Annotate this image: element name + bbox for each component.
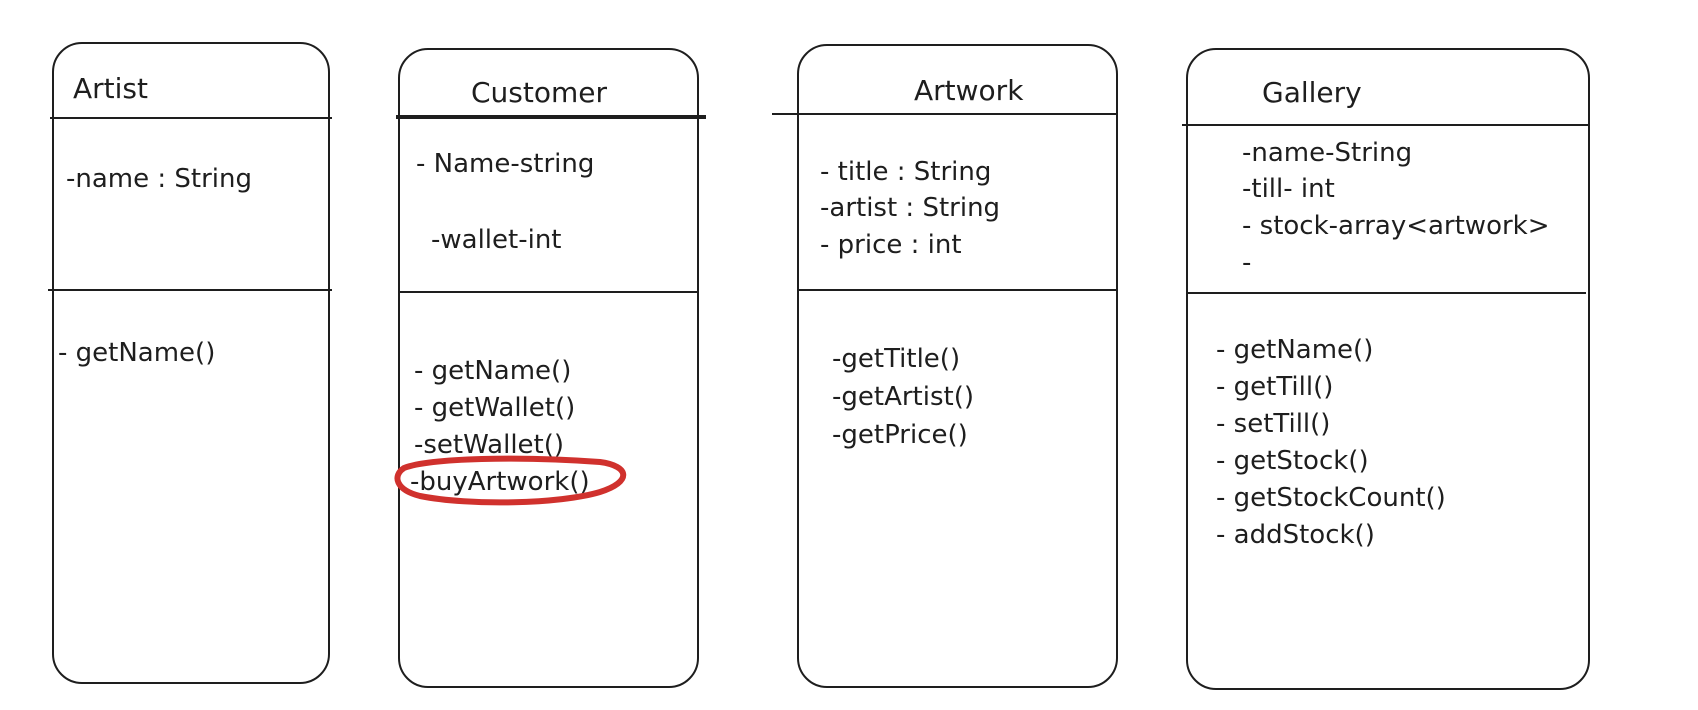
- customer-method: -setWallet(): [414, 430, 565, 460]
- artist-attribute: -name : String: [66, 164, 252, 194]
- artwork-class-title: Artwork: [914, 74, 1024, 107]
- gallery-method: - addStock(): [1216, 520, 1375, 550]
- artwork-method: -getArtist(): [832, 382, 974, 412]
- customer-attributes-divider: [398, 291, 699, 293]
- gallery-attribute: -till- int: [1242, 174, 1335, 204]
- gallery-method: - getStockCount(): [1216, 483, 1446, 513]
- artwork-attribute: - title : String: [820, 157, 992, 187]
- gallery-method: - getTill(): [1216, 372, 1334, 402]
- customer-class-title: Customer: [471, 76, 608, 109]
- gallery-attributes-divider: [1186, 292, 1586, 294]
- customer-method-highlighted: -buyArtwork(): [410, 467, 590, 497]
- gallery-attribute: -name-String: [1242, 138, 1413, 168]
- artwork-attributes-divider: [797, 289, 1118, 291]
- artist-attributes-divider: [48, 289, 332, 291]
- artist-method: - getName(): [58, 338, 216, 368]
- gallery-method: - setTill(): [1216, 409, 1331, 439]
- artwork-class-box: [797, 44, 1118, 688]
- artist-class-box: [52, 42, 330, 684]
- gallery-method: - getName(): [1216, 335, 1374, 365]
- customer-attribute: -wallet-int: [431, 225, 562, 255]
- customer-method: - getName(): [414, 356, 572, 386]
- artwork-attribute: - price : int: [820, 230, 962, 260]
- gallery-class-title: Gallery: [1262, 76, 1362, 109]
- gallery-attribute: -: [1242, 248, 1252, 278]
- customer-title-divider: [396, 115, 706, 119]
- gallery-attribute: - stock-array<artwork>: [1242, 211, 1550, 241]
- customer-method: - getWallet(): [414, 393, 576, 423]
- customer-attribute: - Name-string: [416, 149, 595, 179]
- artist-title-divider: [50, 117, 332, 119]
- customer-class-box: [398, 48, 699, 688]
- gallery-class-box: [1186, 48, 1590, 690]
- artwork-method: -getTitle(): [832, 344, 961, 374]
- artwork-title-divider: [772, 113, 1118, 115]
- gallery-method: - getStock(): [1216, 446, 1369, 476]
- artwork-method: -getPrice(): [832, 420, 968, 450]
- artist-class-title: Artist: [73, 72, 148, 105]
- gallery-title-divider: [1182, 124, 1588, 126]
- artwork-attribute: -artist : String: [820, 193, 1001, 223]
